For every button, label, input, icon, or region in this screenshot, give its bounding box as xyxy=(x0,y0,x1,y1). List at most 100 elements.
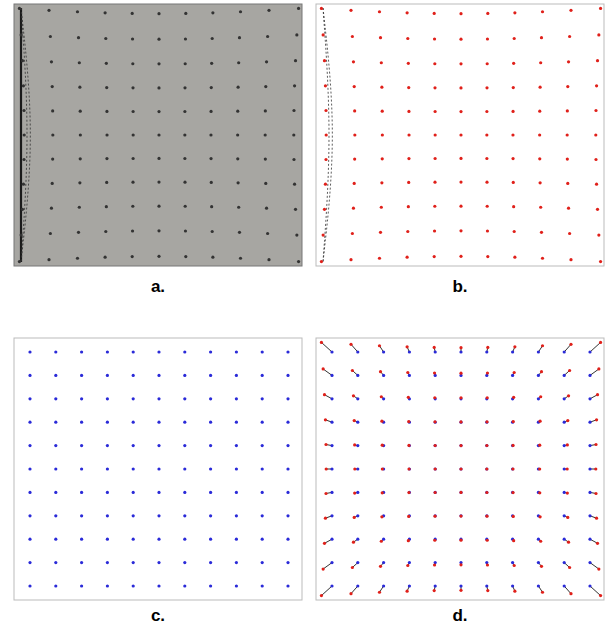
grid-dot xyxy=(261,397,264,400)
grid-dot xyxy=(106,467,109,470)
grid-dot xyxy=(209,350,212,353)
grid-dot xyxy=(238,36,241,39)
grid-dot xyxy=(324,109,327,112)
grid-dot xyxy=(540,370,543,373)
grid-dot xyxy=(486,589,489,592)
grid-dot xyxy=(485,157,488,160)
grid-dot xyxy=(566,467,569,470)
grid-dot xyxy=(485,444,488,447)
grid-dot xyxy=(539,61,542,64)
grid-dot xyxy=(381,133,384,136)
grid-dot xyxy=(459,584,462,587)
grid-dot xyxy=(184,12,187,15)
grid-dot xyxy=(267,258,270,261)
grid-dot xyxy=(183,397,186,400)
grid-dot xyxy=(353,85,356,88)
grid-dot xyxy=(183,133,186,136)
grid-dot xyxy=(512,396,515,399)
grid-dot xyxy=(352,394,355,397)
grid-dot xyxy=(485,420,488,423)
grid-dot xyxy=(407,133,410,136)
grid-dot xyxy=(80,350,83,353)
grid-dot xyxy=(50,207,53,210)
grid-dot xyxy=(265,60,268,63)
grid-dot xyxy=(353,443,356,446)
grid-dot xyxy=(511,110,514,113)
grid-dot xyxy=(264,133,267,136)
grid-dot xyxy=(286,397,289,400)
grid-dot xyxy=(379,36,382,39)
grid-dot xyxy=(541,257,544,260)
grid-dot xyxy=(539,540,542,543)
grid-dot xyxy=(183,181,186,184)
grid-dot xyxy=(511,157,514,160)
grid-dot xyxy=(597,233,600,236)
grid-dot xyxy=(434,491,437,494)
grid-dot xyxy=(356,350,359,353)
panel-frame xyxy=(316,338,604,600)
grid-dot xyxy=(106,514,109,517)
grid-dot xyxy=(537,584,540,587)
grid-dot xyxy=(459,444,462,447)
grid-dot xyxy=(157,110,160,113)
grid-dot xyxy=(330,350,333,353)
grid-dot xyxy=(563,584,566,587)
grid-dot xyxy=(433,396,436,399)
grid-dot xyxy=(237,181,240,184)
grid-dot xyxy=(351,35,354,38)
grid-dot xyxy=(597,33,600,36)
grid-dot xyxy=(157,444,160,447)
grid-dot xyxy=(433,205,436,208)
grid-dot xyxy=(486,563,489,566)
grid-dot xyxy=(236,133,239,136)
grid-dot xyxy=(352,541,355,544)
grid-dot xyxy=(157,561,160,564)
displacement-vector xyxy=(323,369,332,375)
grid-dot xyxy=(407,444,410,447)
grid-dot xyxy=(353,109,356,112)
grid-dot xyxy=(351,232,354,235)
grid-dot xyxy=(286,467,289,470)
grid-dot xyxy=(209,133,212,136)
grid-dot xyxy=(293,183,296,186)
grid-dot xyxy=(539,181,542,184)
grid-dot xyxy=(594,133,597,136)
grid-dot xyxy=(353,182,356,185)
grid-dot xyxy=(382,584,385,587)
grid-dot xyxy=(485,133,488,136)
grid-dot xyxy=(28,467,31,470)
grid-dot xyxy=(485,421,488,424)
grid-dot xyxy=(486,346,489,349)
grid-dot xyxy=(485,467,488,470)
grid-dot xyxy=(459,205,462,208)
grid-dot xyxy=(512,539,515,542)
grid-dot xyxy=(157,62,160,65)
grid-dot xyxy=(485,514,488,517)
grid-dot xyxy=(157,350,160,353)
grid-dot xyxy=(513,345,516,348)
panel-label: a. xyxy=(151,277,165,297)
grid-dot xyxy=(349,343,352,346)
grid-dot xyxy=(595,84,598,87)
grid-dot xyxy=(511,491,514,494)
grid-dot xyxy=(324,158,327,161)
grid-dot xyxy=(433,420,436,423)
grid-dot xyxy=(569,343,572,346)
grid-dot xyxy=(22,109,25,112)
grid-dot xyxy=(157,421,160,424)
displacement-vector xyxy=(590,369,599,375)
panel-label: d. xyxy=(452,606,467,626)
grid-dot xyxy=(459,491,462,494)
grid-dot xyxy=(380,515,383,518)
grid-dot xyxy=(594,492,597,495)
grid-dot xyxy=(567,60,570,63)
grid-dot xyxy=(511,584,514,587)
grid-dot xyxy=(267,9,270,12)
grid-dot xyxy=(184,62,187,65)
dashed-curve xyxy=(323,8,329,262)
grid-dot xyxy=(594,158,597,161)
grid-dot xyxy=(105,62,108,65)
grid-dot xyxy=(378,591,381,594)
grid-dot xyxy=(407,515,410,518)
grid-dot xyxy=(54,397,57,400)
